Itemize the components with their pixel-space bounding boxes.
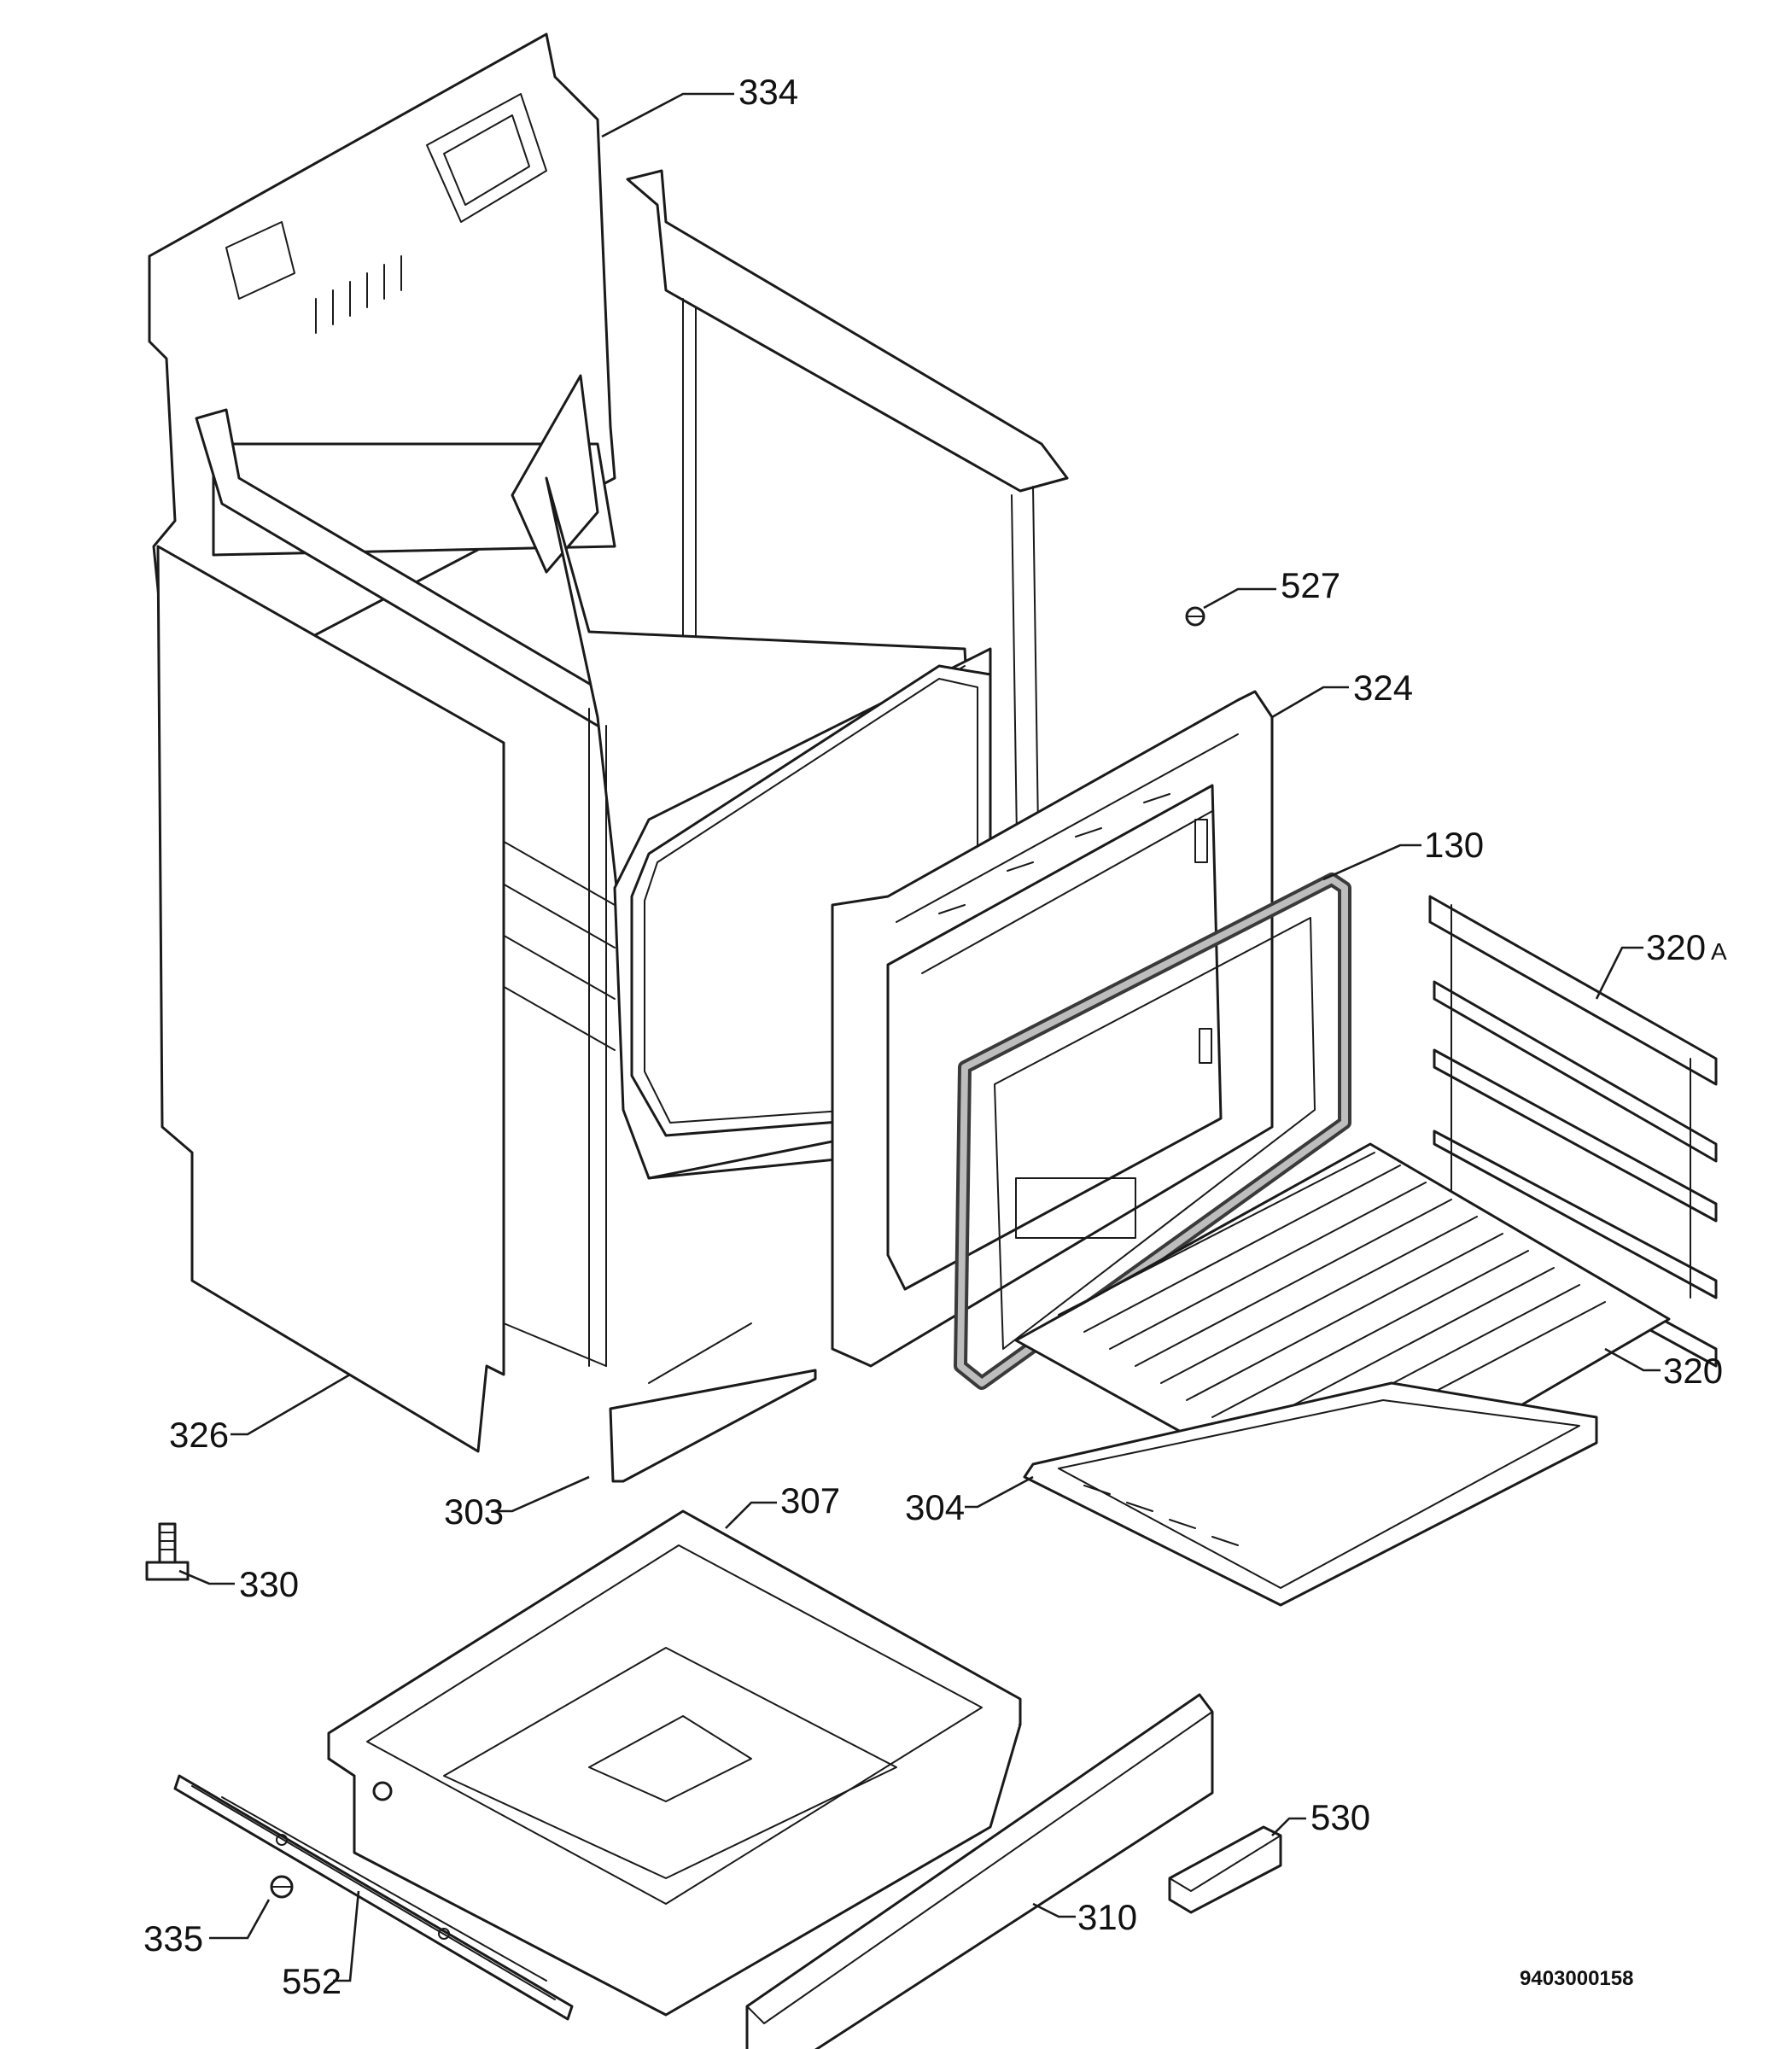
label-130: 130 — [1424, 825, 1484, 865]
part-310-drawer-front-panel[interactable] — [745, 1693, 1214, 2049]
part-number-labels: 334 527 324 130 320 A 320 326 303 307 30… — [143, 72, 1727, 2001]
leader-310 — [1032, 1902, 1076, 1918]
label-335: 335 — [143, 1918, 203, 1959]
label-334: 334 — [738, 72, 798, 112]
label-552: 552 — [282, 1961, 341, 2001]
part-530-clip[interactable] — [1168, 1825, 1282, 1914]
part-130-door-gasket[interactable] — [954, 873, 1351, 1390]
label-330: 330 — [239, 1564, 299, 1604]
label-307: 307 — [780, 1480, 840, 1521]
label-320: 320 — [1663, 1351, 1723, 1391]
part-303-insulation-strip[interactable] — [609, 1322, 817, 1483]
part-552-guide-rail[interactable] — [173, 1774, 574, 2021]
part-304-baking-tray[interactable] — [1023, 1381, 1598, 1607]
label-303: 303 — [444, 1492, 504, 1532]
leader-lines — [178, 92, 1661, 1982]
label-527: 527 — [1281, 565, 1340, 605]
leader-324 — [1271, 686, 1349, 719]
part-326-side-panel[interactable] — [156, 545, 505, 1453]
label-324: 324 — [1353, 668, 1413, 708]
leader-330 — [178, 1569, 235, 1585]
leader-334 — [601, 92, 734, 138]
part-307-storage-drawer[interactable] — [327, 1509, 1022, 2017]
part-335-screw[interactable] — [270, 1875, 294, 1899]
leader-552 — [333, 1890, 360, 1982]
label-320a-suffix: A — [1711, 938, 1727, 965]
leader-130 — [1322, 844, 1421, 881]
leader-326 — [231, 1373, 351, 1436]
leader-335 — [209, 1899, 271, 1940]
leader-304 — [965, 1475, 1034, 1509]
leader-303 — [495, 1475, 590, 1513]
part-527-screw[interactable] — [1185, 606, 1205, 627]
label-320a: 320 — [1646, 927, 1706, 967]
part-330-bolt[interactable] — [145, 1522, 190, 1581]
leader-530 — [1271, 1817, 1306, 1836]
leader-320 — [1604, 1347, 1661, 1372]
label-304: 304 — [905, 1487, 965, 1527]
label-326: 326 — [169, 1415, 229, 1455]
leader-307 — [725, 1501, 777, 1529]
leader-320a — [1595, 946, 1643, 1000]
label-530: 530 — [1310, 1797, 1370, 1837]
leader-527 — [1203, 587, 1276, 610]
document-number: 9403000158 — [1520, 1967, 1633, 1990]
label-310: 310 — [1077, 1897, 1137, 1937]
